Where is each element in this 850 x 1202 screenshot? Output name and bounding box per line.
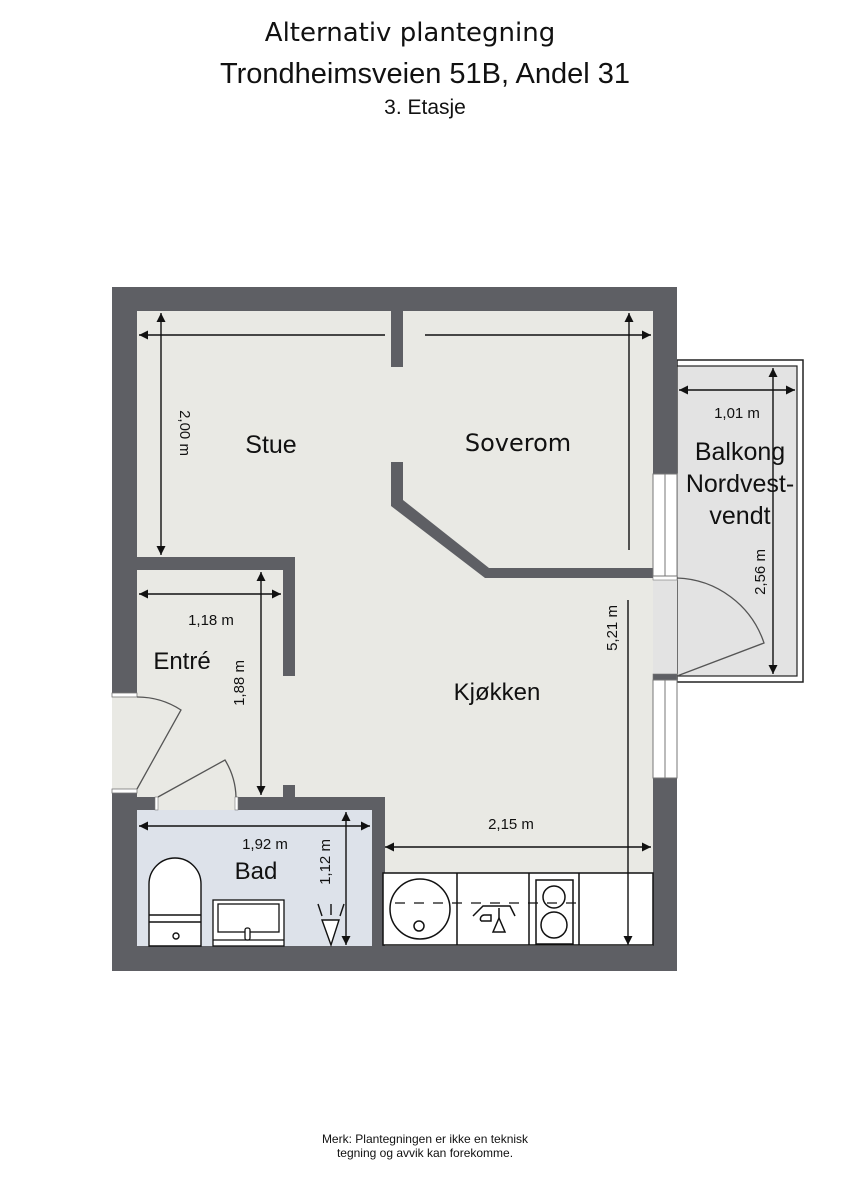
dim-stue-length: 2,00 m [176,410,193,456]
room-label-kjokken: Kjøkken [454,679,541,706]
plan-title: Alternativ plantegning [264,18,556,48]
sink-icon [212,899,285,947]
room-label-entre: Entré [153,648,210,675]
kitchen-sink-icon [389,878,451,940]
entrance-door[interactable] [111,692,182,794]
dim-bad-length: 1,12 m [317,839,334,885]
dim-kjokken-width: 2,15 m [488,816,534,833]
dim-balkong-length: 2,56 m [752,549,769,595]
room-label-balkong-1: Balkong [695,438,785,466]
kitchen-counter [382,872,654,946]
dim-entre-width: 1,18 m [188,612,234,629]
window-lower [652,679,678,779]
dishwasher-icon [472,905,516,933]
dim-entre-length: 1,88 m [231,660,248,706]
dimension-lines [139,313,795,945]
balcony-door[interactable] [652,575,765,681]
disclaimer-line-2: tegning og avvik kan forekomme. [336,1146,514,1160]
window-upper [652,473,678,577]
room-label-soverom: Soverom [465,429,571,457]
dim-bad-width: 1,92 m [242,836,288,853]
disclaimer-line-1: Merk: Plantegningen er ikke en teknisk [321,1132,529,1146]
room-label-bad: Bad [235,858,278,885]
toilet-icon [148,857,202,947]
room-label-balkong-3: vendt [709,502,770,530]
address: Trondheimsveien 51B, Andel 31 [219,58,631,90]
bath-door[interactable] [154,759,239,811]
disclaimer-note: Merk: Plantegningen er ikke en teknisk t… [0,1132,850,1160]
floor-level: 3. Etasje [384,96,466,119]
dim-balkong-width: 1,01 m [714,405,760,422]
room-label-balkong-2: Nordvest- [686,470,794,498]
room-label-stue: Stue [245,431,296,459]
dim-kjokken-length: 5,21 m [604,605,621,651]
cooktop-icon [535,879,574,945]
